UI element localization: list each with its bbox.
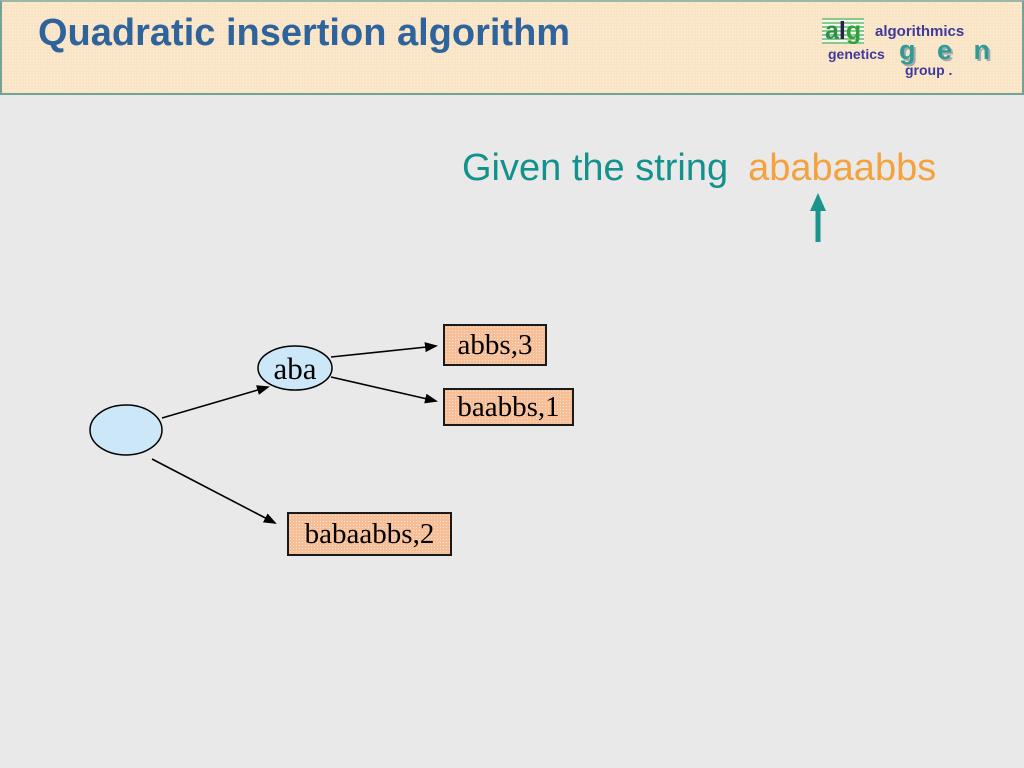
logo-letter-a: a — [825, 17, 839, 45]
slide-header: Quadratic insertion algorithm alg algori… — [0, 0, 1024, 95]
leaf-label: abbs,3 — [457, 328, 533, 361]
edge-root-to-babaabbs2 — [151, 458, 277, 524]
given-string-caption: Given the string ababaabbs — [462, 147, 936, 190]
logo-letter-l: l — [838, 17, 846, 45]
logo-text-group: group . — [905, 62, 953, 78]
edge-aba-to-baabbs1 — [330, 376, 438, 404]
logo-text-genetics: genetics — [828, 46, 885, 62]
leaf-box-abbs3: abbs,3 — [443, 324, 547, 366]
logo-text-algorithmics: algorithmics — [875, 23, 965, 40]
algen-logo: alg algorithmics genetics g e n group . — [817, 14, 1017, 84]
edge-aba-to-abbs3 — [330, 342, 438, 358]
leaf-label: babaabbs,2 — [304, 517, 435, 550]
logo-letter-g: g — [845, 17, 862, 45]
insertion-position-arrow-icon — [810, 193, 826, 242]
leaf-box-babaabbs2: babaabbs,2 — [287, 512, 452, 556]
tree-root-node — [89, 404, 163, 456]
caption-prefix: Given the string — [462, 147, 729, 189]
leaf-label: baabbs,1 — [457, 390, 560, 423]
algen-logo-mark: alg — [822, 17, 865, 45]
edge-root-to-aba — [161, 385, 270, 419]
leaf-box-baabbs1: baabbs,1 — [443, 388, 574, 426]
logo-text-gen: g e n — [899, 35, 998, 65]
caption-target-string: ababaabbs — [748, 147, 937, 189]
tree-internal-node — [257, 345, 333, 391]
internal-node-label: aba — [273, 351, 316, 386]
page-title: Quadratic insertion algorithm — [38, 12, 571, 54]
